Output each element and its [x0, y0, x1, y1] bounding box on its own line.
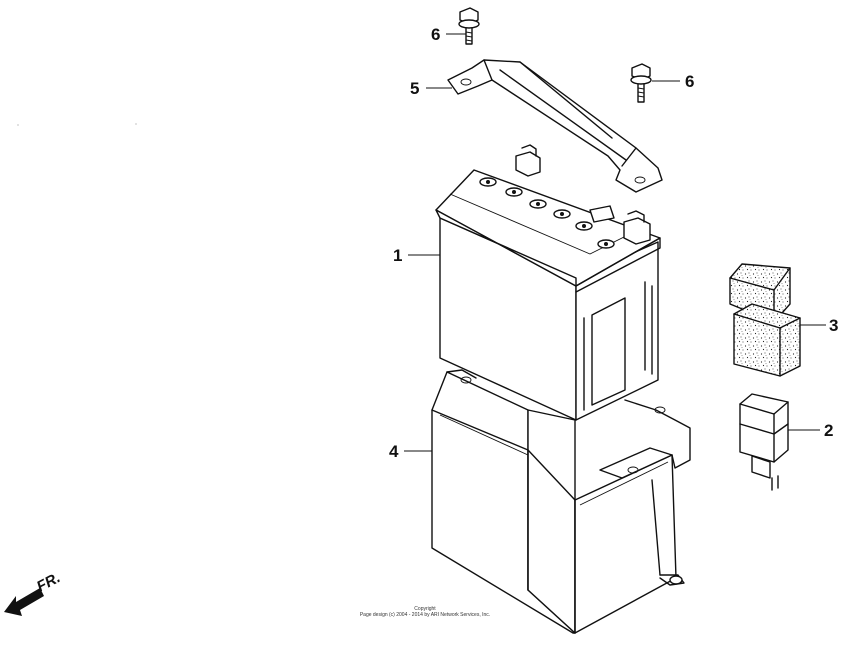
battery-holder-strap-icon	[447, 59, 663, 193]
callout-1: 1	[393, 246, 402, 265]
callout-2: 2	[824, 421, 833, 440]
copyright-title: Copyright	[414, 606, 436, 612]
callout-3: 3	[829, 316, 838, 335]
battery-icon	[435, 144, 661, 421]
flange-bolt-icon	[458, 7, 480, 45]
callout-6a: 6	[431, 25, 440, 44]
callout-6b: 6	[685, 72, 694, 91]
front-direction-arrow-icon	[4, 588, 44, 616]
callout-5: 5	[410, 79, 419, 98]
relay-rubber-mount-icon	[729, 263, 801, 377]
flange-bolt-icon	[630, 63, 652, 103]
leader-lines	[404, 33, 826, 452]
relay-icon	[739, 393, 789, 491]
copyright-notice: Copyright Page design (c) 2004 - 2014 by…	[0, 606, 850, 618]
battery-box-icon	[431, 369, 691, 634]
copyright-text: Page design (c) 2004 - 2014 by ARI Netwo…	[359, 612, 491, 618]
callout-4: 4	[389, 442, 399, 461]
